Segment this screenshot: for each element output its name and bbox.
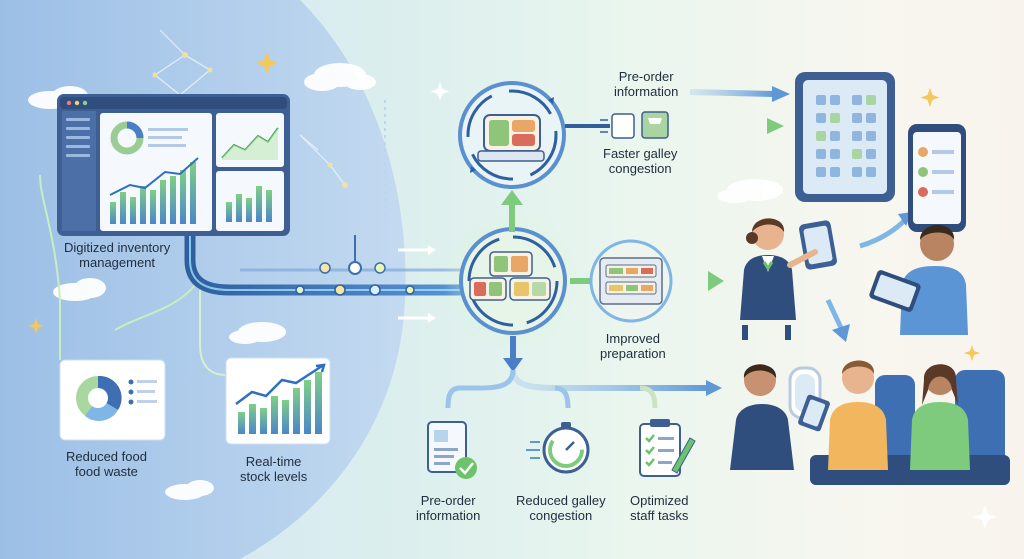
label-line: Improved [605, 331, 660, 346]
label-line: information [416, 508, 481, 523]
label-line: Pre-order [618, 69, 674, 84]
label-reduced-food-waste: Reduced food food waste [66, 449, 147, 479]
phone-menu-icon [908, 124, 966, 232]
label-faster-galley: Faster galley congestion [603, 146, 677, 176]
document-check-icon [427, 421, 477, 479]
label-preorder-top: Pre-order information [614, 69, 678, 99]
faster-galley-icon [598, 111, 669, 139]
oven-tray-icon [589, 239, 673, 323]
label-line: Reduced galley [516, 493, 606, 508]
stopwatch-icon [526, 422, 590, 474]
clipboard-checklist-icon [639, 419, 696, 477]
label-line: Reduced food [66, 449, 147, 464]
label-realtime-stock: Real-time stock levels [240, 454, 307, 484]
label-line: information [614, 84, 679, 99]
label-preorder-bottom: Pre-order information [416, 493, 480, 523]
sparkle-icon [28, 52, 997, 529]
dashboard-icon [57, 94, 290, 236]
line-chart-icon [225, 357, 331, 445]
label-line: stock levels [240, 469, 308, 484]
label-line: congestion [608, 161, 672, 176]
label-line: staff tasks [630, 508, 689, 523]
label-line: Pre-order [420, 493, 476, 508]
label-line: management [79, 255, 156, 270]
label-line: food waste [75, 464, 138, 479]
passenger-illustration [869, 225, 968, 335]
label-digitized-inventory: Digitized inventory management [64, 240, 170, 270]
label-line: Optimized [630, 493, 689, 508]
label-line: preparation [600, 346, 666, 361]
label-line: Digitized inventory [64, 240, 171, 255]
meal-tray-icon [469, 251, 551, 301]
data-pipeline [184, 229, 476, 323]
flight-attendant-illustration [740, 218, 837, 340]
network-lines [152, 29, 348, 188]
label-line: congestion [529, 508, 593, 523]
label-reduced-galley: Reduced galley congestion [516, 493, 606, 523]
central-hub [443, 211, 583, 351]
cabin-scene-illustration [730, 360, 1010, 485]
label-line: Faster galley [603, 146, 678, 161]
meal-tray-icon [458, 81, 566, 189]
label-improved-prep: Improved preparation [600, 331, 666, 361]
pie-chart-icon [59, 359, 166, 441]
label-optimized-staff: Optimized staff tasks [630, 493, 689, 523]
tablet-seatmap-icon [795, 72, 895, 202]
label-line: Real-time [245, 454, 302, 469]
connector-lines [39, 100, 386, 376]
